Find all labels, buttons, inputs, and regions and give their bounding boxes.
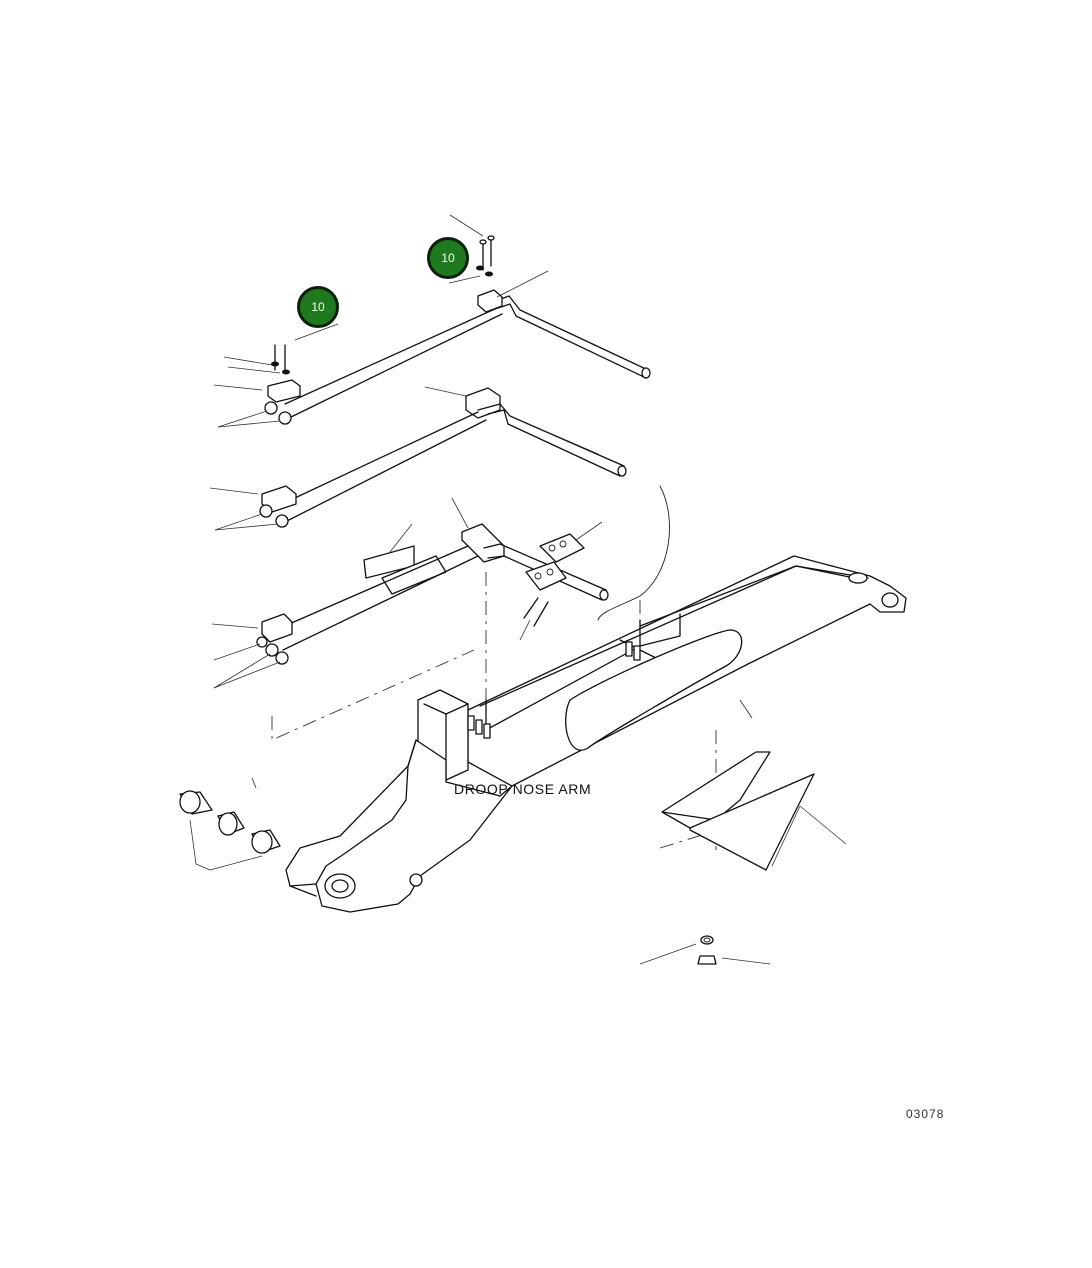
nut-and-clip [639, 935, 771, 965]
upper-cross-tube [284, 270, 651, 419]
angle-plates [661, 699, 847, 871]
callout-badge-upper[interactable]: 10 [427, 237, 469, 279]
droop-nose-arm-body [285, 555, 907, 913]
bolt-set-top-left [213, 323, 339, 428]
drawing-reference-number: 03078 [906, 1107, 945, 1121]
callout-badge-lower[interactable]: 10 [297, 286, 339, 328]
bushing-set [179, 777, 281, 871]
lower-cross-tube [211, 497, 609, 689]
bolt-set-top-right [448, 214, 495, 284]
diagram-caption: DROOP NOSE ARM [454, 781, 592, 797]
middle-cross-tube [209, 386, 627, 531]
